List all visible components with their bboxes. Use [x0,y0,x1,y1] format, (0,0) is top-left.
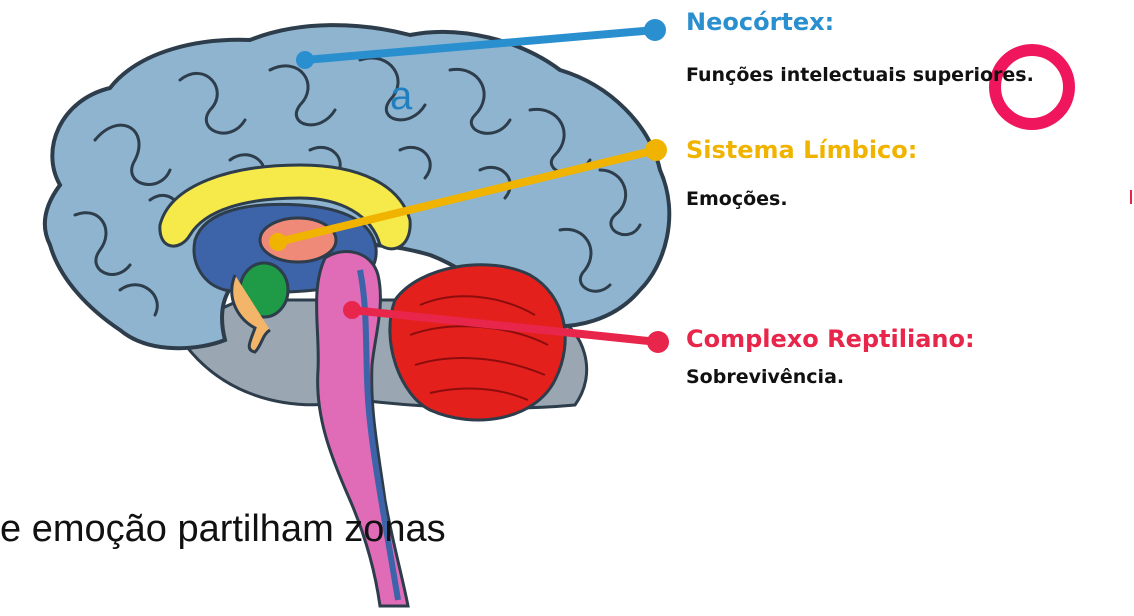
pointer-neocortex [296,19,666,69]
slide-edge-text: a [390,74,413,118]
cerebellum [388,263,567,422]
edge-mark [1130,190,1132,204]
hippocampus-tail [230,274,271,354]
limbico-description: Emoções. [686,188,788,210]
neocortex-title: Neocórtex: [686,8,835,36]
neocortex-description: Funções intelectuais superiores. [686,64,1034,86]
limbic-arc [158,163,412,251]
limbico-title: Sistema Límbico: [686,136,918,164]
pointer-reptiliano [343,301,669,353]
pointer-limbico [269,139,667,251]
reptiliano-title: Complexo Reptiliano: [686,325,975,353]
slide-bottom-text: e emoção partilham zonas [0,508,446,550]
annotation-circle [989,44,1075,130]
reptiliano-description: Sobrevivência. [686,366,845,388]
